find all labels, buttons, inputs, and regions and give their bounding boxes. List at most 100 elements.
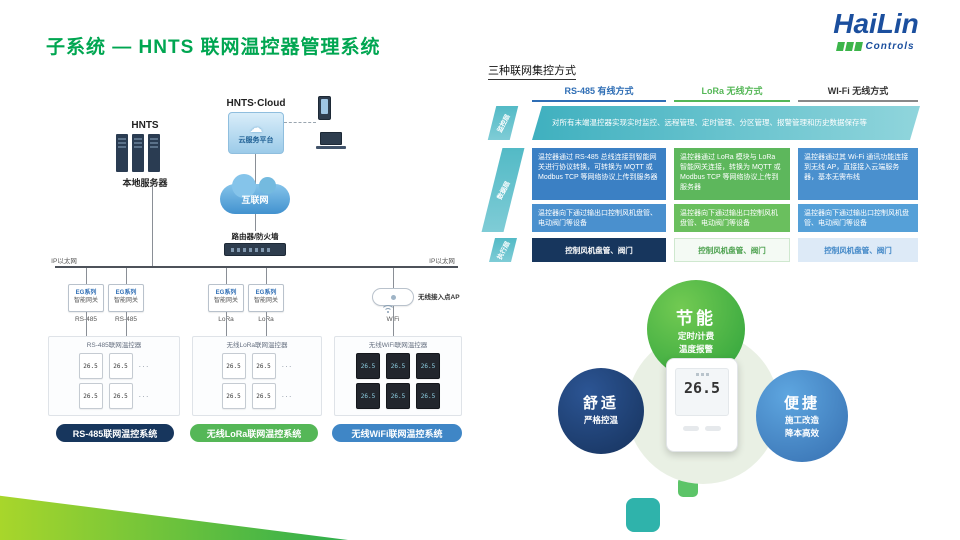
thermostat-screen: 26.5 (675, 368, 729, 416)
phone-icon (318, 96, 331, 120)
connector-line (126, 268, 127, 284)
thermostat-icon: 26.5 (416, 353, 440, 379)
internet-cloud-icon: 互联网 (220, 174, 290, 214)
hnts-cloud-title: HNTS·Cloud (226, 98, 286, 109)
router-icon (224, 243, 286, 256)
gateway-series-label: EG系列 (115, 290, 137, 297)
thermostat-icon: 26.5 (356, 383, 380, 409)
feature-convenient-circle: 便捷 施工改造 降本高效 (756, 370, 848, 462)
thermostat-icon: 26.5 (416, 383, 440, 409)
connector-line (393, 268, 394, 288)
gateway-name-label: 智能网关 (113, 298, 138, 304)
gateway-name-label: 智能网关 (253, 298, 278, 304)
feature-line: 温度报警 (678, 344, 713, 354)
thermostat-temperature: 26.5 (683, 379, 721, 397)
exec-cell-lora: 控制风机盘管、阀门 (674, 238, 790, 262)
column-header-rs485: RS-485 有线方式 (532, 84, 666, 102)
green-wedge-decoration (0, 495, 348, 540)
connector-line (152, 186, 153, 267)
ethernet-label-left: IP以太网 (51, 258, 77, 265)
group-title: 无线LoRa联网温控器 (226, 342, 288, 349)
connector-line (86, 312, 87, 336)
local-server-label: 本地服务器 (122, 178, 168, 188)
connector-line (284, 122, 316, 123)
logo-bars-icon (836, 42, 864, 51)
logo-sub-row: Controls (816, 41, 936, 52)
cloud-platform-label: 云服务平台 (238, 137, 274, 144)
pill-rs485-system: RS-485联网温控系统 (56, 424, 174, 442)
row-label-data: 数据层 (492, 148, 514, 232)
smart-gateway-box: EG系列 智能网关 (208, 284, 244, 312)
thermostat-icon: 26.5 (108, 383, 133, 409)
ellipsis: ··· (281, 391, 293, 401)
output-cell-lora: 温控器向下通过输出口控制风机盘管、电动阀门等设备 (674, 204, 790, 232)
logo-brand-text: HaiLin (833, 8, 919, 39)
gateway-series-label: EG系列 (75, 290, 97, 297)
connector-line (226, 268, 227, 284)
wifi-signal-icon (381, 305, 395, 314)
hailin-logo: HaiLin Controls (816, 8, 936, 53)
row-label-monitor: 监控层 (492, 106, 514, 140)
connector-line (266, 312, 267, 336)
data-cell-rs485: 温控器通过 RS-485 总线连接到智能网关进行协议转换，可转换为 MQTT 或… (532, 148, 666, 200)
laptop-icon (316, 132, 346, 149)
exec-cell-wifi: 控制风机盘管、阀门 (798, 238, 918, 262)
page-title: 子系统 — HNTS 联网温控器管理系统 (46, 37, 381, 58)
port-label-rs485: RS-485 (68, 316, 104, 323)
cloud-platform-box: ☁ 云服务平台 (228, 112, 284, 154)
ellipsis: ··· (281, 361, 293, 371)
feature-energy-circle: 节能 定时/计费 温度报警 (647, 280, 745, 378)
local-server-icon (116, 134, 160, 172)
pill-lora-system: 无线LoRa联网温控系统 (190, 424, 318, 442)
row-label-exec: 执行层 (492, 238, 514, 262)
ethernet-backbone-line (55, 266, 458, 268)
wireless-ap-icon (372, 288, 414, 306)
connector-line (393, 306, 394, 336)
connector-line (86, 268, 87, 284)
smart-gateway-box: EG系列 智能网关 (68, 284, 104, 312)
thermostat-icon: 26.5 (78, 353, 103, 379)
wifi-thermostat-group: 无线WiFi联网温控器 26.5 26.5 26.5 26.5 26.5 26.… (334, 336, 462, 416)
port-label-lora: LoRa (248, 316, 284, 323)
feature-line: 施工改造 (784, 415, 819, 425)
smart-gateway-box: EG系列 智能网关 (248, 284, 284, 312)
thermostat-buttons (667, 426, 737, 431)
thermostat-icon: 26.5 (108, 353, 133, 379)
logo-sub-text: Controls (865, 41, 915, 52)
thermostat-icon: 26.5 (78, 383, 103, 409)
wireless-ap-label: 无线接入点AP (418, 294, 460, 301)
data-cell-wifi: 温控器通过其 Wi-Fi 通讯功能连接到无线 AP，直接接入云端服务器，基本无需… (798, 148, 918, 200)
port-label-lora: LoRa (208, 316, 244, 323)
connector-line (255, 154, 256, 184)
teal-square-decoration (626, 498, 660, 532)
group-title: RS-485联网温控器 (86, 342, 142, 349)
feature-comfort-circle: 舒适 严格控温 (558, 368, 644, 454)
thermostat-icon: 26.5 (251, 383, 276, 409)
feature-line: 降本高效 (784, 428, 819, 438)
thermostat-icon: 26.5 (221, 383, 246, 409)
connector-line (226, 312, 227, 336)
gateway-name-label: 智能网关 (213, 298, 238, 304)
thermostat-status-icons (676, 369, 728, 376)
feature-title: 便捷 (783, 395, 820, 412)
data-cell-lora: 温控器通过 LoRa 模块与 LoRa 智能网关连接，转换为 MQTT 或 Mo… (674, 148, 790, 200)
gateway-name-label: 智能网关 (73, 298, 98, 304)
ethernet-label-right: IP以太网 (429, 258, 455, 265)
connector-line (266, 268, 267, 284)
feature-title: 舒适 (582, 395, 619, 412)
internet-label: 互联网 (241, 194, 269, 205)
feature-line: 严格控温 (583, 415, 618, 425)
feature-line: 定时/计费 (677, 331, 715, 341)
table-heading: 三种联网集控方式 (488, 62, 576, 80)
ellipsis: ··· (138, 361, 150, 371)
thermostat-device: 26.5 (666, 358, 738, 452)
thermostat-icon: 26.5 (386, 383, 410, 409)
output-cell-rs485: 温控器向下通过输出口控制风机盘管、电动阀门等设备 (532, 204, 666, 232)
ellipsis: ··· (138, 391, 150, 401)
column-header-lora: LoRa 无线方式 (674, 84, 790, 102)
connector-line (126, 312, 127, 336)
cloud-icon: ☁ (249, 120, 263, 135)
connector-line (255, 214, 256, 231)
thermostat-icon: 26.5 (386, 353, 410, 379)
